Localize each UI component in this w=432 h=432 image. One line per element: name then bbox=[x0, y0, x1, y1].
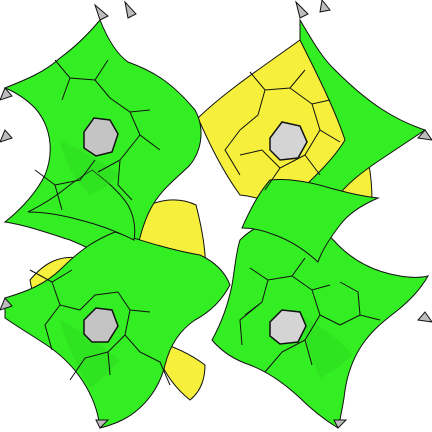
edge-network-bottom-left bbox=[29, 269, 171, 386]
gray-caps bbox=[83, 117, 308, 345]
green-arm-center-left bbox=[27, 169, 136, 241]
spike-left-2 bbox=[0, 129, 13, 143]
spike-right-1 bbox=[417, 129, 432, 141]
edge-network-bottom-right bbox=[239, 257, 381, 373]
spike-bottom-1 bbox=[95, 419, 110, 429]
green-arm-bottom-right bbox=[211, 219, 430, 429]
green-arm-bottom-left bbox=[4, 231, 231, 429]
edge-network-top-right bbox=[224, 69, 341, 191]
gray-cap-top-right bbox=[269, 121, 308, 161]
spike-top-4 bbox=[319, 0, 331, 13]
spike-right-2 bbox=[417, 311, 432, 323]
spike-bottom-2 bbox=[333, 419, 348, 429]
spike-top-3 bbox=[295, 0, 309, 19]
green-arm-center-right bbox=[241, 179, 380, 263]
gray-cap-bottom-right bbox=[269, 309, 307, 345]
shade-top-left bbox=[60, 140, 120, 195]
spike-left-1 bbox=[0, 87, 13, 101]
gray-cap-bottom-left bbox=[83, 307, 119, 343]
edge-network-top-left bbox=[34, 59, 161, 211]
spike-left-3 bbox=[0, 297, 13, 311]
surface-shading bbox=[60, 140, 352, 388]
spike-top-1 bbox=[93, 3, 109, 21]
shade-bottom-left bbox=[60, 320, 120, 388]
gray-cap-top-left bbox=[83, 117, 119, 157]
shade-bottom-right bbox=[300, 315, 352, 378]
spike-top-2 bbox=[124, 0, 137, 19]
cell-edges bbox=[29, 59, 381, 386]
